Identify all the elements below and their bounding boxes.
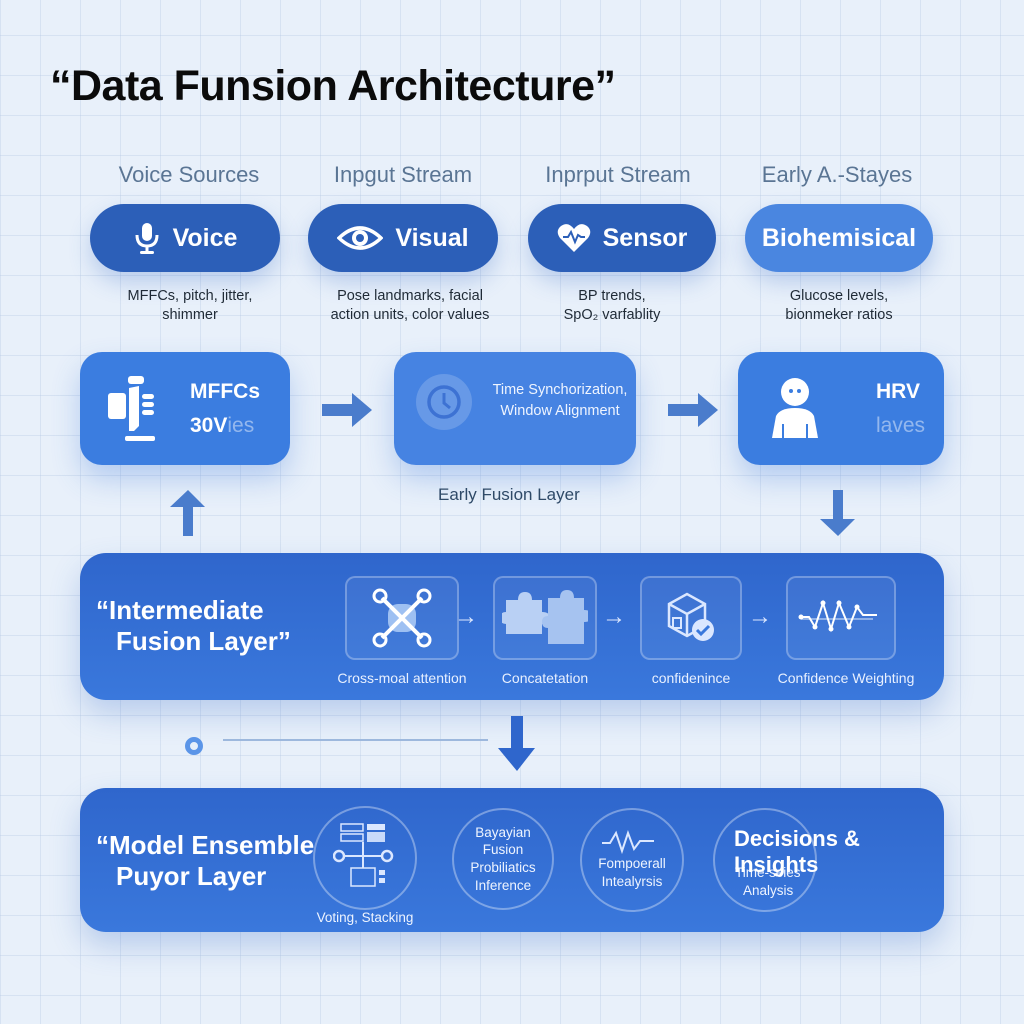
person-icon <box>772 378 818 438</box>
step-arrow-icon: → <box>454 603 478 630</box>
intermediate-layer-title: “Intermediate Fusion Layer” <box>96 595 291 657</box>
step-arrow-icon: → <box>748 603 772 630</box>
voice-source-pill[interactable]: Voice <box>90 204 280 272</box>
ensemble-network-icon <box>333 823 394 887</box>
biochemical-description: Glucose levels, bionmeker ratios <box>729 287 949 325</box>
column-heading-biochemical: Early A.-Stayes <box>761 162 913 187</box>
voice-description-line: shimmer <box>162 306 218 323</box>
waveform-icon <box>602 830 654 855</box>
column-heading-voice: Voice Sources <box>118 162 260 187</box>
sensor-source-label: Sensor <box>602 223 688 252</box>
hrv-feature-card[interactable]: HRV laves <box>738 352 944 465</box>
timeline-connector-line <box>223 739 488 741</box>
temporal-line: Intealyrsis <box>601 874 663 889</box>
column-heading-visual: Inpgut Stream <box>333 162 473 187</box>
hrv-card-subtitle: laves <box>876 414 926 437</box>
clock-icon <box>416 374 472 430</box>
mfcc-card-subtitle-main: 30V <box>190 414 228 437</box>
time-sync-line: Time Synchorization, <box>492 382 628 398</box>
visual-source-label: Visual <box>395 223 469 252</box>
concatenation-label: Concatetation <box>501 670 589 686</box>
biochemical-description-line: bionmeker ratios <box>785 306 893 323</box>
time-sync-line: Window Alignment <box>500 403 620 420</box>
mfcc-card-subtitle: 30Vies <box>190 414 254 438</box>
mfcc-card-title: MFFCs <box>190 380 260 403</box>
diagram-title: “Data Funsion Architecture” <box>50 62 616 110</box>
visual-source-pill[interactable]: Visual <box>308 204 498 272</box>
ensemble-layer-title-line: Puyor Layer <box>116 861 267 892</box>
model-ensemble-layer[interactable]: “Model Ensemble Puyor Layer Voting, Stac… <box>80 788 944 932</box>
mfcc-feature-card[interactable]: MFFCs 30Vies <box>80 352 290 465</box>
intermediate-layer-title-line: “Intermediate <box>96 595 264 625</box>
time-series-line: Analysis <box>743 882 794 898</box>
decisions-insights-label: Decisions & Insights <box>734 826 860 877</box>
voting-stacking-circle[interactable] <box>313 806 417 910</box>
timeline-node-icon <box>185 737 203 755</box>
cross-attention-step[interactable] <box>345 576 459 660</box>
voice-source-label: Voice <box>172 223 238 252</box>
visual-description-line: action units, color values <box>330 306 490 323</box>
intermediate-fusion-layer[interactable]: “Intermediate Fusion Layer” Cross-moal a… <box>80 553 944 700</box>
voice-description-line: MFFCs, pitch, jitter, <box>127 288 253 304</box>
cross-attention-icon <box>372 588 432 648</box>
sensor-source-pill[interactable]: Sensor <box>528 204 716 272</box>
microphone-icon <box>135 223 159 254</box>
confidence-label: confidenince <box>651 670 731 686</box>
speaker-feature-icon <box>108 376 155 441</box>
confidence-weighting-step[interactable] <box>786 576 896 660</box>
bayesian-line: Probiliatics <box>470 860 536 875</box>
voting-stacking-label: Voting, Stacking <box>316 910 414 925</box>
biochemical-source-pill[interactable]: Biohemisical <box>745 204 933 272</box>
biochemical-description-line: Glucose levels, <box>789 288 889 304</box>
sensor-description-line: SpO₂ varfablity <box>563 306 661 323</box>
confidence-step[interactable] <box>640 576 742 660</box>
time-sync-text: Time Synchorization, Window Alignment <box>490 380 630 422</box>
box-check-icon <box>667 592 714 641</box>
arrow-right-icon <box>322 393 374 432</box>
arrow-down-icon <box>498 716 536 777</box>
early-fusion-caption: Early Fusion Layer <box>438 485 580 504</box>
visual-description-line: Pose landmarks, facial <box>337 288 483 304</box>
sensor-description-line: BP trends, <box>578 288 646 304</box>
step-arrow-icon: → <box>602 603 626 630</box>
eye-icon <box>337 226 384 250</box>
intermediate-layer-title-line: Fusion Layer” <box>116 626 291 657</box>
hrv-card-title: HRV <box>876 380 920 403</box>
heart-pulse-icon <box>557 224 590 252</box>
sensor-description: BP trends, SpO₂ varfablity <box>502 287 722 325</box>
confidence-weighting-label: Confidence Weighting <box>777 670 915 686</box>
bayesian-line: Bayayian <box>475 824 531 840</box>
cross-attention-label: Cross-moal attention <box>337 670 467 686</box>
bayesian-fusion-circle[interactable]: Bayayian Fusion Probiliatics Inference <box>452 808 554 910</box>
biochemical-source-label: Biohemisical <box>761 223 917 252</box>
arrow-right-icon <box>668 393 720 432</box>
ensemble-layer-title-line: “Model Ensemble <box>96 830 315 860</box>
bayesian-line: Fusion <box>482 842 524 858</box>
concatenation-step[interactable] <box>493 576 597 660</box>
puzzle-icon <box>502 590 588 644</box>
time-series-line: Time-seies <box>735 865 801 880</box>
waveform-icon <box>798 599 877 633</box>
ensemble-layer-title: “Model Ensemble Puyor Layer <box>96 830 314 892</box>
time-sync-card[interactable]: Time Synchorization, Window Alignment <box>394 352 636 465</box>
arrow-up-icon <box>170 490 206 541</box>
bayesian-line: Inference <box>474 877 532 893</box>
column-heading-sensor: Inprput Stream <box>545 162 691 187</box>
mfcc-card-subtitle-faint: ies <box>227 414 255 437</box>
temporal-line: Fompoerall <box>598 856 666 872</box>
visual-description: Pose landmarks, facial action units, col… <box>300 287 520 325</box>
voice-description: MFFCs, pitch, jitter, shimmer <box>80 287 300 325</box>
time-series-circle[interactable]: Time-seies Analysis <box>713 808 817 912</box>
arrow-down-icon <box>820 490 856 543</box>
temporal-analysis-circle[interactable]: Fompoerall Intealyrsis <box>580 808 684 912</box>
